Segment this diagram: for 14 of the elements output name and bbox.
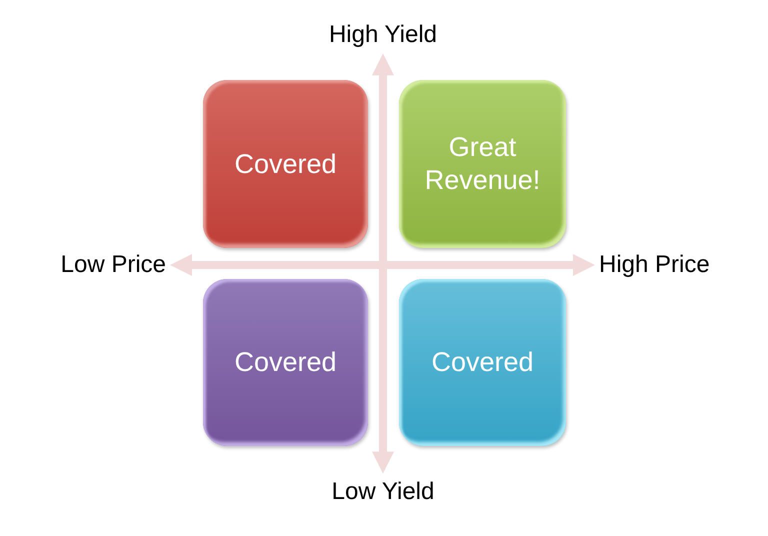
quadrant-box xyxy=(203,279,368,446)
quadrant-label: Covered xyxy=(234,346,337,379)
quadrant-label: Covered xyxy=(431,346,534,379)
double-arrow xyxy=(170,254,595,276)
quadrant-box xyxy=(399,80,566,248)
axis-label: Low Price xyxy=(60,250,166,280)
quadrant-label: Great Revenue! xyxy=(424,131,542,197)
double-arrow xyxy=(372,53,394,474)
quadrant-box xyxy=(399,279,566,446)
axis-label: High Yield xyxy=(328,20,438,50)
axis-label: Low Yield xyxy=(332,478,434,506)
quadrant-label: Covered xyxy=(234,148,337,180)
axis-label: High Price xyxy=(599,250,710,280)
quadrant-box xyxy=(203,80,368,248)
